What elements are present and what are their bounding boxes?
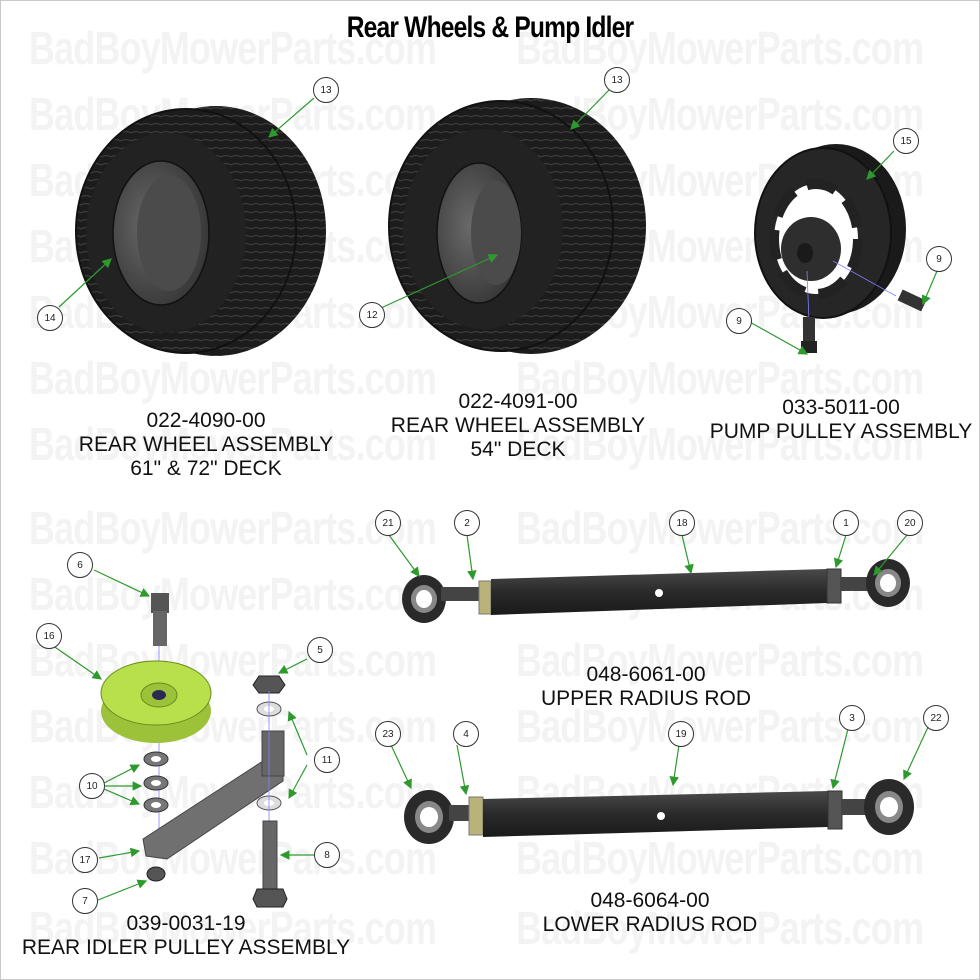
callout-9: 9 [926,246,952,272]
upper-radius-rod-drawing [402,559,910,623]
caption-rear-wheel-61-72: 022-4090-00 REAR WHEEL ASSEMBLY 61" & 72… [41,409,371,481]
page-title: Rear Wheels & Pump Idler [346,11,634,44]
part-name: REAR WHEEL ASSEMBLY [78,433,334,456]
part-name: PUMP PULLEY ASSEMBLY [709,420,973,443]
callout-14: 14 [37,305,63,331]
idler-pulley-drawing [100,593,288,908]
callout-11: 11 [314,747,340,773]
part-number: 033-5011-00 [782,396,900,419]
callout-2: 2 [454,510,480,536]
callout-20: 20 [897,510,923,536]
caption-idler-pulley: 039-0031-19 REAR IDLER PULLEY ASSEMBLY [11,912,361,960]
part-note: 54" DECK [470,438,566,461]
part-number: 022-4090-00 [146,409,266,432]
caption-lower-radius-rod: 048-6064-00 LOWER RADIUS ROD [485,889,815,937]
callout-22: 22 [923,705,949,731]
callout-16: 16 [36,623,62,649]
part-name: UPPER RADIUS ROD [540,687,752,710]
caption-pump-pulley: 033-5011-00 PUMP PULLEY ASSEMBLY [701,396,979,444]
callout-12: 12 [359,302,385,328]
rear-wheel-61-72-drawing [75,106,326,356]
leader-lines [48,88,938,901]
lower-radius-rod-drawing [404,779,914,844]
part-number: 048-6064-00 [590,889,710,912]
part-name: REAR WHEEL ASSEMBLY [390,414,646,437]
callout-13: 13 [313,77,339,103]
part-note: 61" & 72" DECK [130,457,282,480]
callout-9: 9 [726,308,752,334]
rear-wheel-54-drawing [388,98,646,354]
callout-15: 15 [893,128,919,154]
callout-21: 21 [375,510,401,536]
part-number: 039-0031-19 [126,912,246,935]
callout-13: 13 [604,67,630,93]
callout-10: 10 [79,773,105,799]
callout-4: 4 [453,721,479,747]
callout-3: 3 [839,705,865,731]
pump-pulley-drawing [754,144,927,353]
callout-18: 18 [669,510,695,536]
callout-23: 23 [375,721,401,747]
callout-6: 6 [67,552,93,578]
callout-7: 7 [72,888,98,914]
callout-19: 19 [668,721,694,747]
caption-rear-wheel-54: 022-4091-00 REAR WHEEL ASSEMBLY 54" DECK [353,390,683,462]
part-number: 048-6061-00 [586,663,706,686]
callout-17: 17 [72,847,98,873]
part-name: REAR IDLER PULLEY ASSEMBLY [21,936,351,959]
callout-1: 1 [833,510,859,536]
part-name: LOWER RADIUS ROD [542,913,758,936]
caption-upper-radius-rod: 048-6061-00 UPPER RADIUS ROD [481,663,811,711]
part-number: 022-4091-00 [458,390,578,413]
callout-8: 8 [314,842,340,868]
callout-5: 5 [307,637,333,663]
